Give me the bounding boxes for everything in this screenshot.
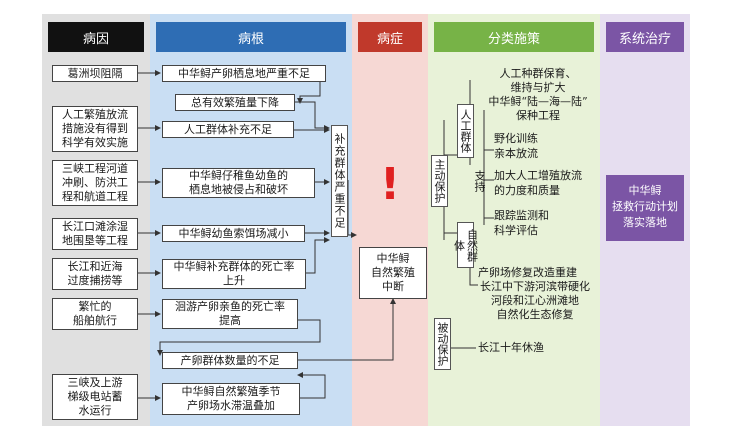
root-spawning-habitat: 中华鲟产卵栖息地严重不足 xyxy=(162,65,326,82)
natural-group: 自然群体 xyxy=(453,222,479,268)
measure-column xyxy=(428,14,600,426)
header-bing-gen: 病根 xyxy=(156,22,346,52)
cause-overfishing: 长江和近海过度捕捞等 xyxy=(52,258,138,290)
root-effective-breeding: 总有效繁殖量下降 xyxy=(175,94,295,111)
root-artificial-supply: 人工群体补充不足 xyxy=(162,121,294,138)
header-fen-lei: 分类施策 xyxy=(434,22,594,52)
measure-fishing-ban: 长江十年休渔 xyxy=(478,341,544,354)
cause-three-gorges: 三峡工程河道冲刷、防洪工程和航道工程 xyxy=(52,160,138,206)
measure-wild-training: 野化训练亲本放流 xyxy=(494,132,538,160)
system-plan-box xyxy=(606,175,684,241)
alert-icon: ! xyxy=(379,159,401,210)
artificial-group: 人工群体 xyxy=(457,104,474,158)
measure-breeding-program: 人工种群保育、维持与扩大 中华鲟“陆—海—陆”保种工程 xyxy=(488,67,588,122)
root-summary: 补充群体严重不足 xyxy=(331,125,348,237)
root-mortality: 中华鲟补充群体的死亡率上升 xyxy=(162,259,306,289)
cause-estuary: 长江口滩涂湿地围垦等工程 xyxy=(52,218,138,250)
root-feeding-ground: 中华鲟幼鱼索饵场减小 xyxy=(162,225,305,242)
measure-stock-release: 加大人工增殖放流的力度和质量 xyxy=(494,169,582,197)
header-bing-yin: 病因 xyxy=(48,22,144,52)
active-protection: 主动保护 xyxy=(431,155,448,207)
symptom-column xyxy=(352,14,428,426)
cause-shipping: 繁忙的船舶航行 xyxy=(52,298,138,330)
measure-monitoring: 跟踪监测和科学评估 xyxy=(494,209,549,237)
passive-protection: 被动保护 xyxy=(434,318,451,370)
measure-riverbank-restore: 长江中下游河滨带硬化河段和江心洲滩地自然化生态修复 xyxy=(480,280,590,321)
header-xi-tong: 系统治疗 xyxy=(606,22,684,52)
root-juvenile-habitat: 中华鲟仔稚鱼幼鱼的栖息地被侵占和破坏 xyxy=(162,168,315,198)
root-spawning-population: 产卵群体数量的不足 xyxy=(162,352,298,369)
measure-spawning-restore: 产卵场修复改造重建 xyxy=(478,266,577,279)
root-adult-mortality: 洄游产卵亲鱼的死亡率提高 xyxy=(162,299,298,329)
support-label: 支持 xyxy=(473,170,486,192)
root-temperature-lag: 中华鲟自然繁殖季节产卵场水滞温叠加 xyxy=(162,383,300,415)
cause-release: 人工繁殖放流措施没有得到科学有效实施 xyxy=(52,106,138,152)
system-plan: 中华鲟拯救行动计划落实落地 xyxy=(612,184,678,229)
header-bing-zheng: 病症 xyxy=(358,22,422,52)
cause-reservoir: 三峡及上游梯级电站蓄水运行 xyxy=(52,374,138,420)
cause-gezhouba: 葛洲坝阻隔 xyxy=(52,65,138,82)
symptom-box: 中华鲟自然繁殖中断 xyxy=(359,247,427,299)
